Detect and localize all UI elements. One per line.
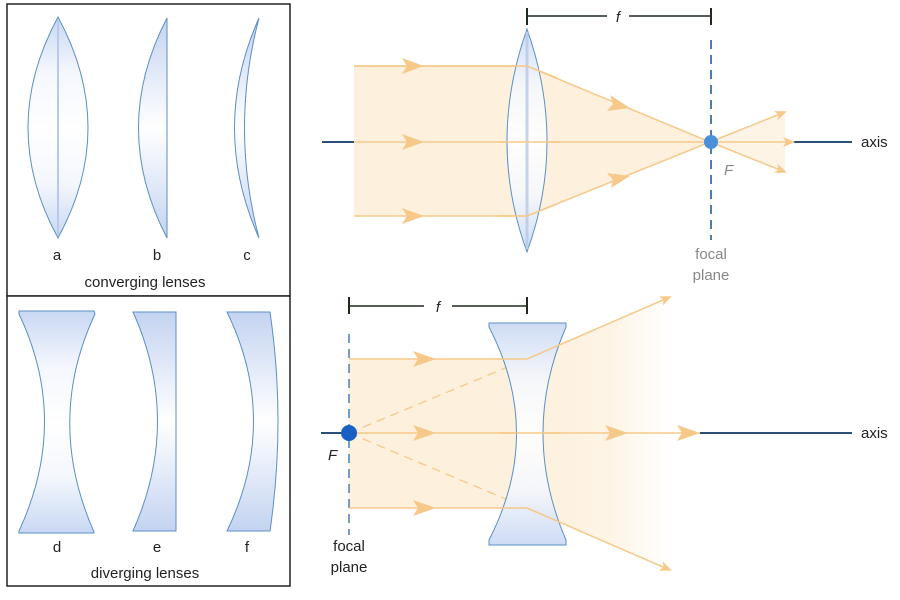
lens-label-f: f [245,539,250,556]
ray-bottom-upper-out [526,296,672,360]
lens-label-d: d [53,539,61,556]
diverging-lenses-panel: d e f diverging lenses [6,295,291,587]
diverging-lens [488,322,567,546]
converging-caption: converging lenses [85,274,206,291]
focal-plane-label-top-2: plane [693,267,730,284]
axis-label-bottom: axis [861,425,888,442]
focal-plane-label-top-1: focal [695,246,727,263]
diverging-caption: diverging lenses [91,565,199,582]
arrow-icon [677,425,700,441]
lens-c-meniscus [234,17,260,239]
lens-d-biconcave [18,310,96,534]
virtual-ray-upper [348,358,528,434]
focal-length-label-bottom: f [436,299,442,316]
arrow-icon [413,500,436,516]
focal-plane-label-bottom-1: focal [333,538,365,555]
ray-top-upper-exit [526,65,558,79]
diverging-ray-diagram: axis f focal plane F [321,296,888,576]
lens-b-planoconvex [138,17,168,239]
focal-plane-label-bottom-2: plane [331,559,368,576]
arrow-icon [402,134,424,150]
focal-point-label-bottom: F [328,447,338,464]
arrow-icon [605,425,628,441]
lens-label-a: a [53,247,62,264]
converging-lenses-panel: a b c converging lenses [6,3,291,297]
arrow-icon [607,95,630,111]
arrow-icon [413,351,436,367]
focal-point-label-top: F [724,162,734,179]
axis-label-top: axis [861,134,888,151]
arrow-icon [402,208,424,224]
virtual-ray-lower [348,432,528,509]
arrow-icon [413,425,436,441]
lens-e-planoconcave [132,311,177,532]
lens-label-e: e [153,539,161,556]
ray-bottom-lower-out [526,507,672,571]
focal-point-top [704,135,718,149]
ray-top-diverge-up [709,111,787,143]
lens-label-b: b [153,247,161,264]
lens-label-c: c [243,247,251,264]
arrow-icon [607,173,630,188]
ray-top-lower-exit [526,203,558,217]
focal-length-label-top: f [616,9,622,26]
lens-f-meniscus [226,311,279,532]
focal-point-bottom [341,425,357,441]
ray-top-diverge-down [709,141,787,173]
converging-ray-diagram: axis f focal plane F [322,8,888,284]
